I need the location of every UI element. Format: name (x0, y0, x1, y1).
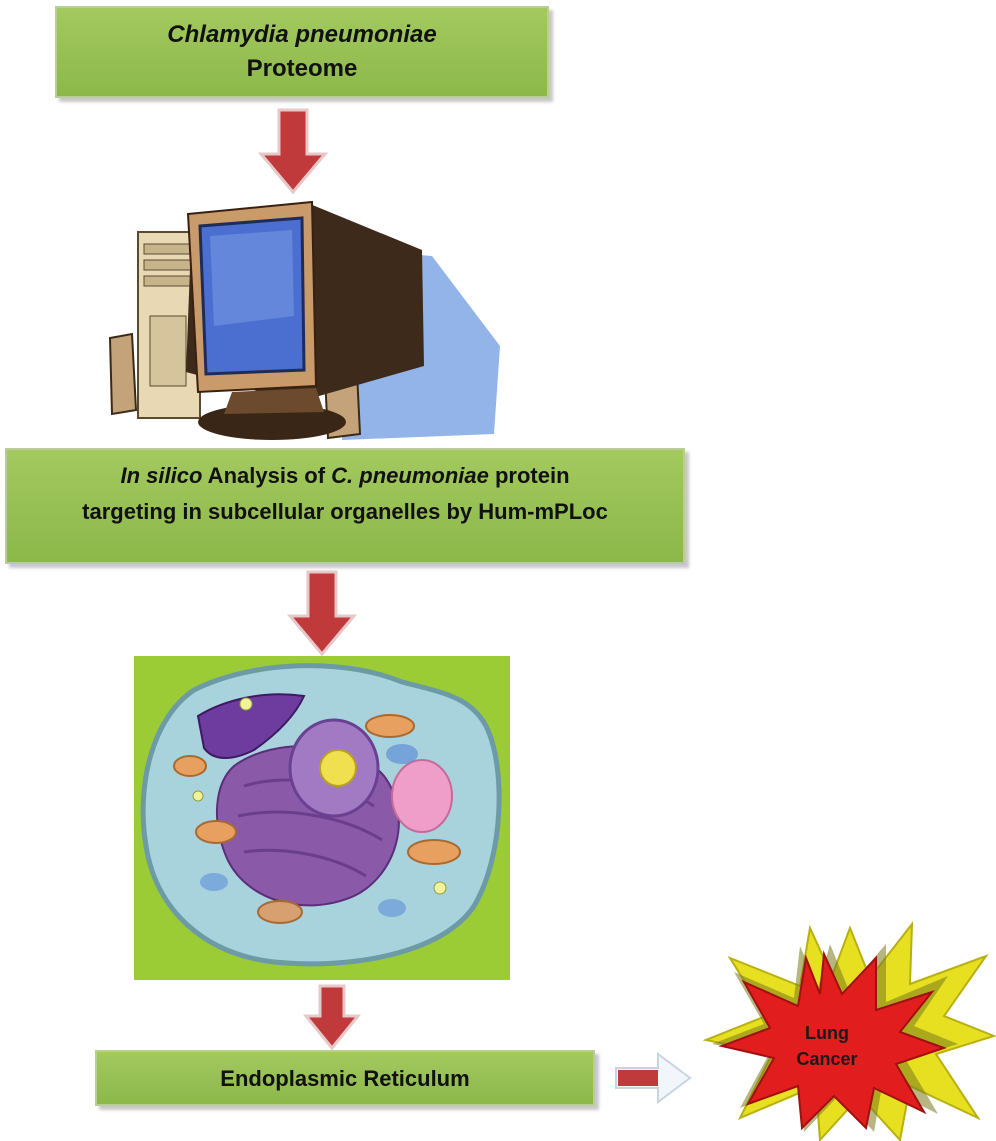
computer-illustration (108, 200, 500, 440)
in-silico-text: In silico (120, 463, 203, 488)
down-arrow-2 (287, 570, 357, 656)
species-abbrev-text: C. pneumoniae (331, 463, 489, 488)
analysis-line-2: targeting in subcellular organelles by H… (82, 499, 608, 524)
proteome-box: Chlamydia pneumoniae Proteome (55, 6, 549, 98)
analysis-line-1: In silico Analysis of C. pneumoniae prot… (7, 458, 683, 494)
lung-cancer-burst (702, 920, 996, 1141)
cell-illustration (134, 656, 510, 980)
down-arrow-3 (303, 984, 361, 1050)
analysis-box: In silico Analysis of C. pneumoniae prot… (5, 448, 685, 564)
proteome-label: Proteome (246, 55, 358, 82)
analysis-of-text: Analysis of (202, 463, 332, 488)
protein-text: protein (488, 463, 570, 488)
endoplasmic-reticulum-box: Endoplasmic Reticulum (95, 1050, 595, 1106)
organism-name: Chlamydia pneumoniae (167, 21, 437, 48)
endoplasmic-reticulum-label: Endoplasmic Reticulum (220, 1066, 470, 1091)
right-arrow (615, 1052, 692, 1104)
lung-cancer-label: Lung Cancer (786, 1020, 868, 1072)
lung-text: Lung (805, 1023, 849, 1043)
down-arrow-1 (258, 108, 328, 194)
cancer-text: Cancer (796, 1049, 858, 1069)
